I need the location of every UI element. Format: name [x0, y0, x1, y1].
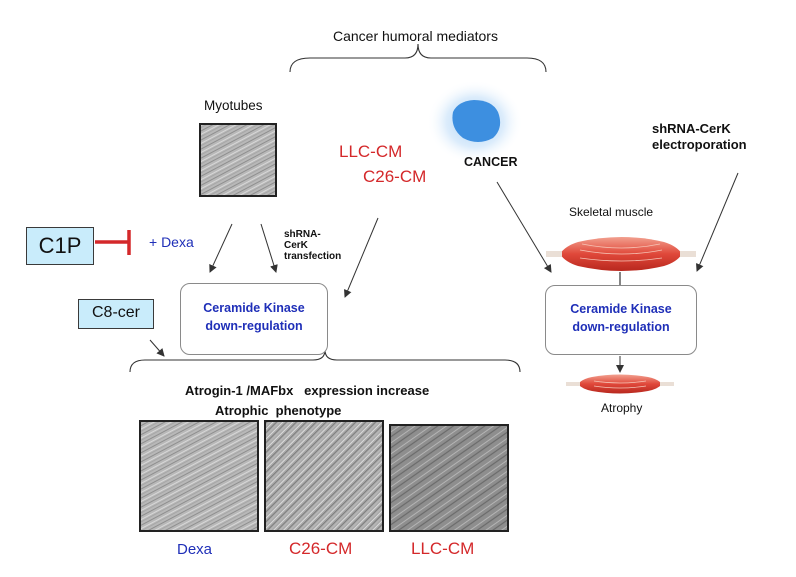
caption-c26: C26-CM — [289, 539, 353, 558]
atrophy-label: Atrophy — [601, 401, 643, 415]
atrophic-label: Atrophic phenotype — [215, 403, 342, 418]
shrna-transfection-line2: CerK — [284, 240, 308, 251]
shrna-electro-line1: shRNA-CerK — [652, 121, 731, 136]
cerk-box-left: Ceramide Kinase down-regulation — [180, 283, 328, 355]
cerk-left-line2: down-regulation — [205, 319, 303, 333]
skeletal-muscle-label: Skeletal muscle — [569, 205, 654, 219]
skeletal-muscle-image — [546, 237, 696, 271]
cerk-right-line1: Ceramide Kinase — [570, 302, 672, 316]
shrna-transfection-line3: transfection — [284, 251, 342, 262]
c1p-label: C1P — [38, 233, 82, 258]
c26-cm-label: C26-CM — [363, 167, 427, 186]
shrna-electro-line2: electroporation — [652, 137, 747, 152]
myotubes-label: Myotubes — [204, 98, 263, 113]
caption-dexa: Dexa — [177, 541, 213, 558]
top-brace — [289, 43, 547, 73]
micrograph-c26 — [264, 420, 384, 532]
llc-cm-label: LLC-CM — [339, 142, 403, 161]
c8-cer-box: C8-cer — [78, 299, 154, 329]
caption-llc: LLC-CM — [411, 539, 475, 558]
cerk-right-line2: down-regulation — [572, 320, 670, 334]
cerk-box-right: Ceramide Kinase down-regulation — [545, 285, 697, 355]
myotubes-micrograph — [199, 123, 277, 197]
atrophy-muscle-image — [566, 374, 674, 394]
cancer-label: CANCER — [464, 155, 518, 169]
shrna-transfection-line1: shRNA- — [284, 229, 321, 240]
c8-cer-label: C8-cer — [91, 304, 140, 321]
shrna-transfection-label: shRNA- CerK transfection — [284, 229, 341, 262]
atrogin-label: Atrogin-1 /MAFbx expression increase — [185, 383, 430, 398]
cerk-left-line1: Ceramide Kinase — [203, 301, 305, 315]
plus-dexa-label: + Dexa — [149, 234, 194, 250]
micrograph-dexa — [139, 420, 259, 532]
c1p-box: C1P — [26, 227, 94, 265]
micrograph-llc — [389, 424, 509, 532]
top-label: Cancer humoral mediators — [333, 28, 498, 44]
cancer-cell — [452, 100, 501, 142]
